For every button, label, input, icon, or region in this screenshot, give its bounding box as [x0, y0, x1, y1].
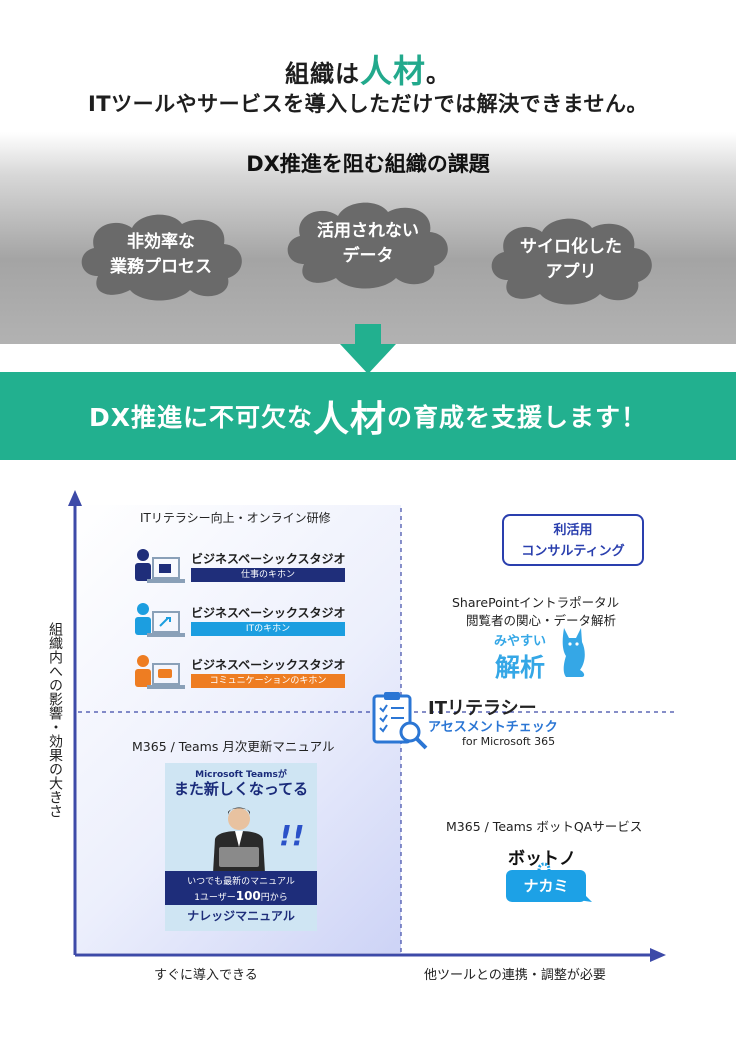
studio-card-communication: ビジネスベーシックスタジオ コミュニケーションのキホン	[133, 654, 349, 694]
businessman-laptop-icon	[213, 807, 265, 873]
training-heading: ITリテラシー向上・オンライン研修	[140, 511, 331, 525]
mission-banner: DX推進に不可欠な人材の育成を支援します！	[0, 372, 736, 460]
bot-speech-bubble: ナカミ	[506, 870, 586, 902]
gear-icon	[537, 862, 551, 876]
sharepoint-portal-label: SharePointイントラポータル	[452, 595, 620, 610]
assessment-title: ITリテラシー	[428, 698, 537, 719]
studio-card-work: ビジネスベーシックスタジオ 仕事のキホン	[133, 548, 349, 588]
headline-sub: ITツールやサービスを導入しただけでは解決できません。	[87, 92, 648, 116]
person-monitor-icon	[135, 603, 185, 637]
cloud-text-2: アプリ	[545, 262, 597, 282]
cloud-text-1: 活用されない	[317, 221, 419, 241]
headline-main: 組織は人材。	[284, 52, 451, 90]
bubble-tail-icon	[578, 888, 592, 902]
clipboard-checklist-icon	[372, 692, 428, 750]
knowledge-manual-cover: Microsoft Teamsが また新しくなってる !! いつでも最新のマニュ…	[165, 763, 317, 931]
consulting-box: 利活用 コンサルティング	[502, 514, 644, 566]
studio-title: ビジネスベーシックスタジオ	[191, 658, 346, 672]
cloud-text-1: 非効率な	[127, 232, 195, 252]
down-arrow-icon	[340, 324, 396, 374]
headline-accent: 人材	[359, 52, 426, 90]
studio-subtitle: 仕事のキホン	[191, 568, 345, 582]
x-axis-label-right: 他ツールとの連携・調整が必要	[424, 968, 606, 983]
studio-subtitle: コミュニケーションのキホン	[191, 674, 345, 688]
monthly-manual-heading: M365 / Teams 月次更新マニュアル	[132, 739, 335, 754]
cloud-text-2: データ	[342, 246, 394, 266]
exclaim-mark: !!	[279, 819, 305, 852]
person-monitor-icon	[135, 549, 185, 583]
x-axis-label-left: すぐに導入できる	[154, 968, 258, 983]
knowledge-manual-label: ナレッジマニュアル	[187, 909, 295, 923]
assessment-subtitle: アセスメントチェック	[428, 720, 558, 735]
studio-card-it: ビジネスベーシックスタジオ ITのキホン	[133, 602, 349, 642]
challenges-title: DX推進を阻む組織の課題	[246, 152, 490, 176]
studio-subtitle: ITのキホン	[191, 622, 345, 636]
cloud-text-1: サイロ化した	[520, 237, 622, 257]
sharepoint-analysis-label: 閲覧者の関心・データ解析	[466, 613, 617, 628]
manual-price-strip: いつでも最新のマニュアル 1ユーザー100円から	[165, 871, 317, 905]
challenge-cloud: 活用されないデータ	[278, 196, 458, 292]
y-axis-label: 組織内への影響・効果の大きさ	[47, 622, 63, 818]
banner-accent: 人材	[313, 399, 388, 440]
person-monitor-icon	[135, 655, 185, 689]
challenge-cloud: サイロ化したアプリ	[482, 212, 660, 308]
challenge-cloud: 非効率な業務プロセス	[72, 206, 250, 304]
studio-title: ビジネスベーシックスタジオ	[191, 552, 346, 566]
bot-qa-heading: M365 / Teams ボットQAサービス	[446, 819, 643, 834]
cloud-text-2: 業務プロセス	[110, 257, 212, 277]
assessment-platform: for Microsoft 365	[462, 735, 556, 748]
cat-icon	[562, 628, 585, 677]
studio-title: ビジネスベーシックスタジオ	[191, 606, 346, 620]
